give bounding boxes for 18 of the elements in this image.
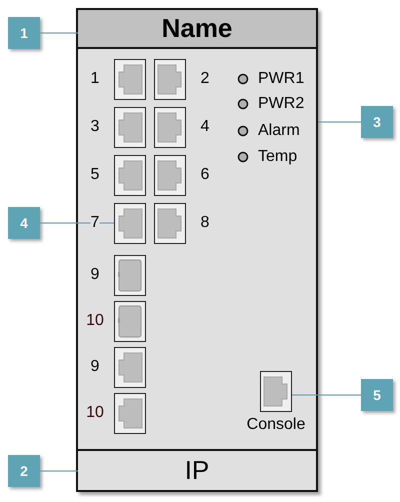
name-header: Name	[78, 10, 316, 49]
leader-line	[40, 32, 78, 34]
callout-number: 4	[8, 207, 40, 239]
leader-line	[40, 470, 78, 472]
led-label: Temp	[258, 148, 298, 166]
ethernet-port-icon	[114, 203, 146, 244]
callout-number: 1	[8, 17, 40, 49]
port-label: Console	[246, 416, 306, 434]
leader-line	[40, 222, 114, 224]
leader-line	[292, 394, 362, 396]
led-label: PWR2	[258, 95, 304, 113]
callout-number: 2	[8, 455, 40, 487]
callout-number: 5	[361, 379, 393, 411]
led-label: PWR1	[258, 70, 304, 88]
console-port-icon	[260, 371, 292, 412]
callout-number: 3	[361, 106, 393, 138]
ip-footer: IP	[78, 449, 316, 490]
led-label: Alarm	[258, 122, 300, 140]
